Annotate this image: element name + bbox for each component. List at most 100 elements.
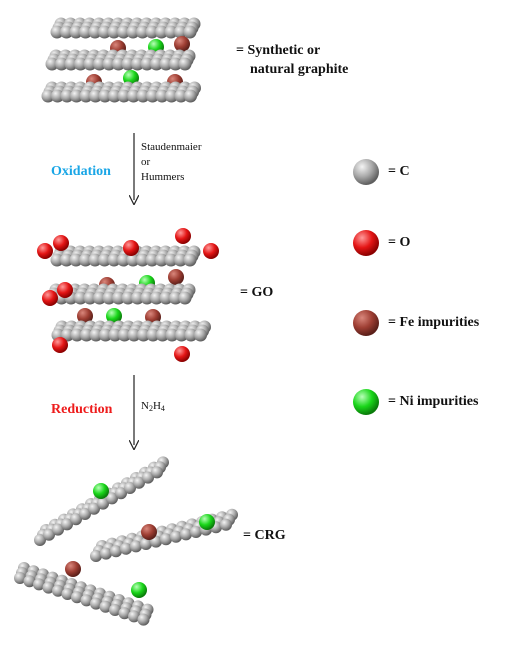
carbon-atom xyxy=(117,89,131,103)
carbon-atom xyxy=(74,291,87,305)
graphite-structure xyxy=(41,17,201,103)
oxygen-atom xyxy=(52,337,68,353)
carbon-atom xyxy=(79,253,92,267)
carbon-atom xyxy=(118,328,131,342)
carbon-atom xyxy=(165,328,179,342)
carbon-atom xyxy=(127,328,141,342)
carbon-atom xyxy=(80,328,93,342)
carbon-atom xyxy=(88,253,102,267)
carbon-atom xyxy=(178,291,192,305)
carbon-atom xyxy=(146,328,160,342)
oxidation-label: Oxidation xyxy=(51,164,111,179)
carbon-atom xyxy=(136,89,150,103)
carbon-atom xyxy=(156,328,169,342)
carbon-atom xyxy=(112,57,125,71)
carbon-atom xyxy=(184,328,198,342)
carbon-atom xyxy=(124,482,136,494)
carbon-atom xyxy=(79,508,91,520)
reduction-label: Reduction xyxy=(51,402,113,417)
carbon-atom xyxy=(117,253,130,267)
carbon-atom xyxy=(133,476,145,489)
carbon-atom xyxy=(112,291,125,305)
carbon-atom xyxy=(106,492,118,505)
carbon-atom xyxy=(145,253,159,267)
carbon-atom xyxy=(88,25,102,39)
oxygen-atom xyxy=(174,346,190,362)
carbon-atom xyxy=(98,25,111,39)
carbon-atom xyxy=(70,89,83,103)
oxygen-atom xyxy=(42,290,58,306)
carbon-atom xyxy=(175,328,188,342)
carbon-atom xyxy=(83,57,97,71)
carbon-atom xyxy=(146,89,159,103)
oxygen-atom xyxy=(123,240,139,256)
carbon-atom xyxy=(83,291,97,305)
carbon-atom xyxy=(174,89,188,103)
legend-c-label: = C xyxy=(388,164,410,179)
crg-label: = CRG xyxy=(243,528,286,543)
carbon-atom xyxy=(183,25,197,39)
carbon-atom xyxy=(131,291,144,305)
carbon-atom xyxy=(140,291,154,305)
carbon-atom xyxy=(131,57,144,71)
carbon-atom xyxy=(89,328,103,342)
carbon-atom xyxy=(136,25,149,39)
carbon-atom xyxy=(127,89,140,103)
carbon-atom xyxy=(74,57,87,71)
carbon-atom xyxy=(120,542,132,555)
legend-fe-sphere xyxy=(353,310,379,336)
carbon-atom xyxy=(90,597,102,610)
carbon-atom xyxy=(60,25,73,39)
carbon-atom xyxy=(136,253,149,267)
carbon-atom xyxy=(140,538,152,550)
ni-impurity xyxy=(131,582,147,598)
carbon-atom xyxy=(140,57,154,71)
carbon-atom xyxy=(61,588,74,600)
carbon-atom xyxy=(155,89,169,103)
carbon-atom xyxy=(128,610,140,623)
carbon-atom xyxy=(60,89,74,103)
ni-impurity xyxy=(199,514,215,530)
carbon-atom xyxy=(51,89,64,103)
carbon-atom xyxy=(42,581,55,594)
carbon-atom xyxy=(159,57,173,71)
carbon-atom xyxy=(107,253,121,267)
carbon-atom xyxy=(69,253,83,267)
carbon-atom xyxy=(97,497,109,510)
carbon-atom xyxy=(52,584,64,597)
carbon-atom xyxy=(43,528,55,541)
carbon-atom xyxy=(71,591,83,604)
carbon-atom xyxy=(41,89,55,103)
oxygen-atom xyxy=(175,228,191,244)
carbon-atom xyxy=(220,518,232,531)
fe-impurity xyxy=(65,561,81,577)
carbon-atom xyxy=(155,253,168,267)
legend-ni-label: = Ni impurities xyxy=(388,394,479,409)
carbon-atom xyxy=(79,25,92,39)
carbon-atom xyxy=(93,57,106,71)
carbon-atom xyxy=(99,328,112,342)
legend-c-sphere xyxy=(353,159,379,185)
carbon-atom xyxy=(126,253,140,267)
fe-impurity xyxy=(174,36,190,52)
carbon-atom xyxy=(102,57,116,71)
carbon-atom xyxy=(150,291,163,305)
carbon-atom xyxy=(109,604,121,616)
carbon-atom xyxy=(118,607,131,620)
carbon-atom xyxy=(164,253,178,267)
carbon-atom xyxy=(180,528,192,541)
carbon-atom xyxy=(108,89,121,103)
carbon-atom xyxy=(126,25,140,39)
fe-impurity xyxy=(141,524,157,540)
oxidation-method-3: Hummers xyxy=(141,171,185,183)
go-structure xyxy=(37,228,219,362)
carbon-atom xyxy=(145,25,159,39)
carbon-atom xyxy=(183,253,197,267)
carbon-atom xyxy=(137,613,150,626)
carbon-atom xyxy=(99,600,112,613)
crg-structure xyxy=(14,456,238,626)
carbon-atom xyxy=(174,253,187,267)
graphite-label-line2: natural graphite xyxy=(250,62,349,77)
carbon-atom xyxy=(137,328,150,342)
carbon-atom xyxy=(155,25,168,39)
